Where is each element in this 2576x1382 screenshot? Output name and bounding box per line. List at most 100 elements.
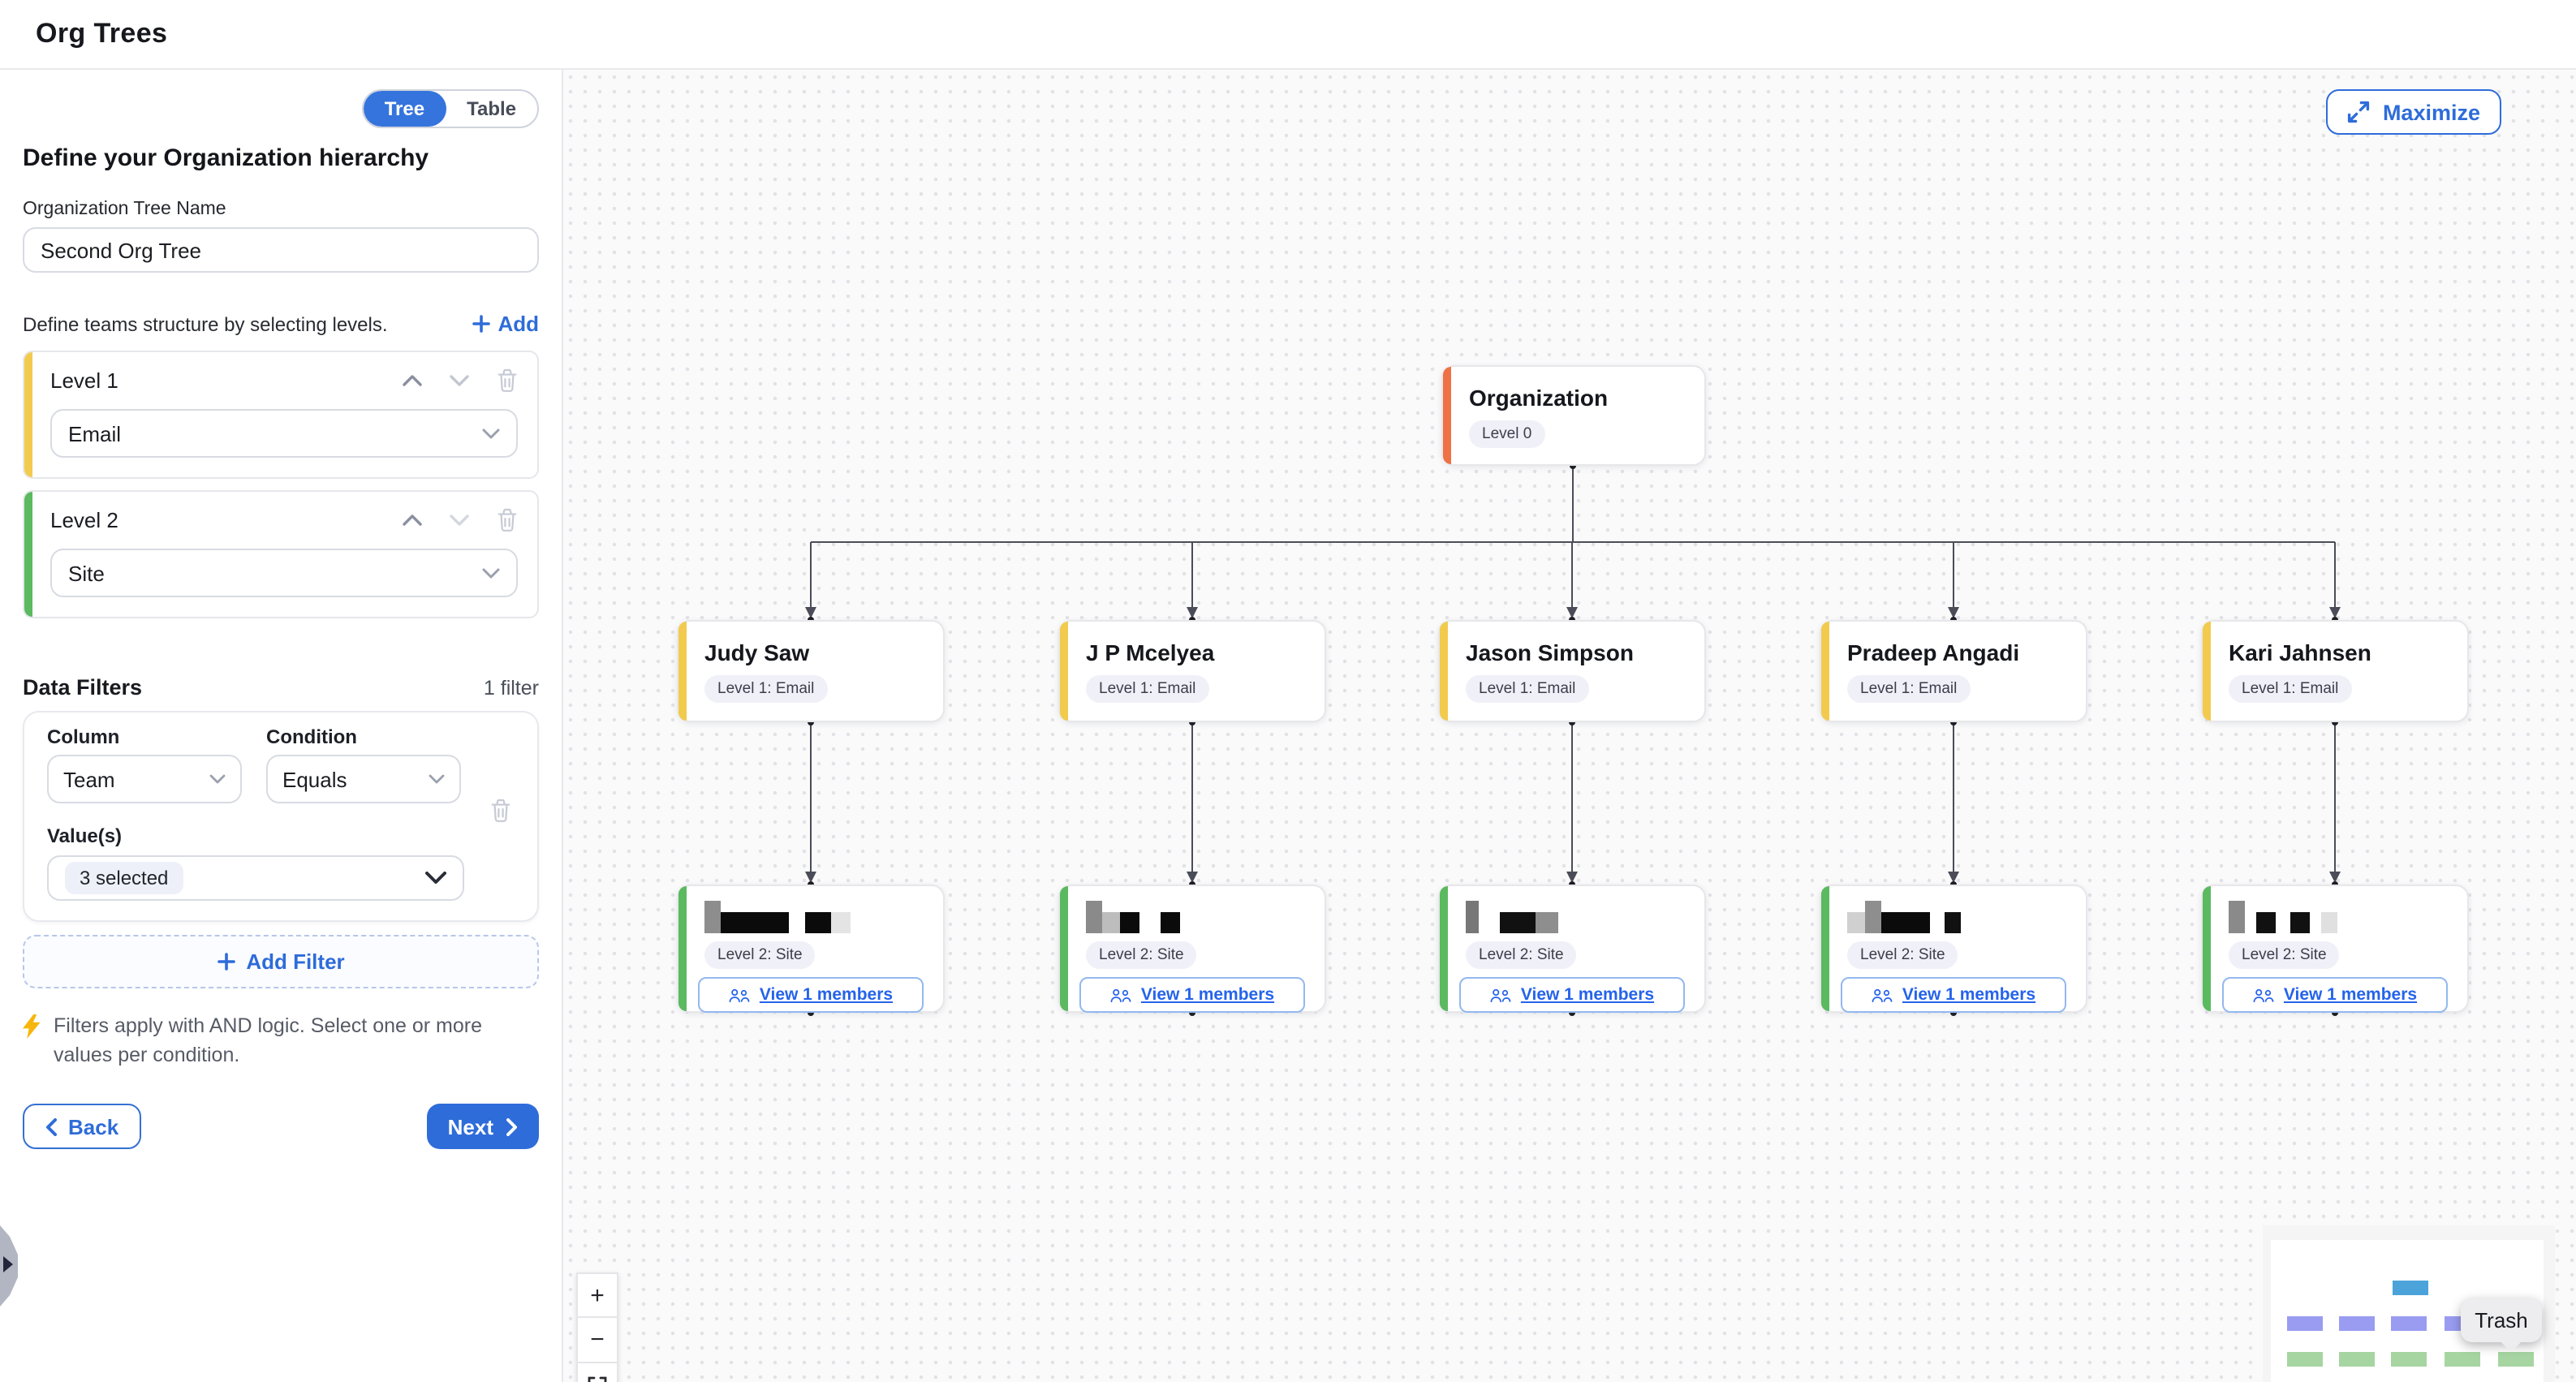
node-accent — [1440, 622, 1448, 721]
values-select[interactable]: 3 selected — [47, 855, 464, 901]
members-icon — [729, 988, 750, 1002]
node-level-badge: Level 2: Site — [704, 941, 816, 969]
org-node-root[interactable]: Organization Level 0 — [1441, 365, 1706, 466]
view-members-label: View 1 members — [2283, 985, 2418, 1005]
node-title: J P Mcelyea — [1086, 639, 1215, 665]
chevron-down-icon — [429, 774, 445, 784]
redacted-name — [2229, 901, 2467, 933]
trash-icon[interactable] — [490, 799, 511, 823]
chevron-up-icon[interactable] — [403, 514, 422, 526]
org-node-level1[interactable]: J P Mcelyea Level 1: Email — [1058, 620, 1326, 722]
redacted-name — [1847, 901, 2086, 933]
maximize-label: Maximize — [2382, 100, 2480, 124]
view-toggle: Tree Table — [361, 89, 539, 128]
minimap-level1-node — [2287, 1316, 2323, 1331]
level2-select[interactable]: Site — [50, 549, 518, 597]
lightning-icon — [23, 1014, 41, 1039]
members-icon — [1872, 988, 1893, 1002]
view-members-button[interactable]: View 1 members — [2222, 977, 2448, 1013]
org-node-level2[interactable]: Level 2: Site View 1 members — [1438, 885, 1706, 1013]
trash-icon[interactable] — [497, 368, 518, 393]
trash-icon[interactable] — [497, 508, 518, 532]
play-icon — [3, 1256, 13, 1272]
view-members-button[interactable]: View 1 members — [1841, 977, 2066, 1013]
tree-connectors — [805, 463, 2341, 1016]
node-level-badge: Level 2: Site — [1466, 941, 1577, 969]
next-button[interactable]: Next — [426, 1104, 539, 1150]
filters-note: Filters apply with AND logic. Select one… — [54, 1014, 482, 1067]
node-level-badge: Level 1: Email — [1466, 675, 1589, 703]
view-members-label: View 1 members — [759, 985, 894, 1005]
node-title: Pradeep Angadi — [1847, 639, 2020, 665]
add-filter-button[interactable]: Add Filter — [23, 935, 539, 988]
level-card-1: Level 1 Email — [23, 351, 539, 479]
org-node-level1[interactable]: Judy Saw Level 1: Email — [677, 620, 945, 722]
minimap-level2-node — [2445, 1352, 2480, 1367]
chevron-down-icon — [209, 774, 226, 784]
minimap-level1-node — [2339, 1316, 2375, 1331]
node-accent — [1060, 622, 1068, 721]
page-header: Org Trees — [0, 0, 2576, 70]
chevron-left-icon — [45, 1117, 57, 1136]
node-accent — [1821, 886, 1829, 1011]
view-members-label: View 1 members — [1140, 985, 1275, 1005]
level1-label: Level 1 — [50, 368, 118, 393]
node-accent — [678, 886, 687, 1011]
org-node-level2[interactable]: Level 2: Site View 1 members — [1058, 885, 1326, 1013]
chevron-up-icon[interactable] — [403, 375, 422, 386]
values-chip: 3 selected — [65, 862, 183, 894]
maximize-button[interactable]: Maximize — [2325, 89, 2501, 135]
node-accent — [678, 622, 687, 721]
zoom-out-button[interactable]: − — [576, 1318, 618, 1363]
minimap-level1-node — [2391, 1316, 2427, 1331]
expand-icon — [2347, 101, 2370, 123]
level1-select[interactable]: Email — [50, 409, 518, 458]
condition-select-value: Equals — [282, 767, 347, 791]
add-level-button[interactable]: Add — [472, 312, 539, 336]
view-members-button[interactable]: View 1 members — [698, 977, 924, 1013]
page-title: Org Trees — [36, 18, 168, 49]
node-level-badge: Level 2: Site — [1086, 941, 1197, 969]
members-icon — [2253, 988, 2274, 1002]
toggle-tree[interactable]: Tree — [363, 91, 446, 127]
back-button[interactable]: Back — [23, 1104, 142, 1150]
condition-label: Condition — [266, 725, 357, 748]
org-node-level1[interactable]: Jason Simpson Level 1: Email — [1438, 620, 1706, 722]
node-level-badge: Level 2: Site — [2229, 941, 2340, 969]
org-node-level1[interactable]: Pradeep Angadi Level 1: Email — [1820, 620, 2087, 722]
level2-label: Level 2 — [50, 508, 118, 532]
view-members-button[interactable]: View 1 members — [1459, 977, 1685, 1013]
column-select[interactable]: Team — [47, 755, 242, 803]
node-accent — [1060, 886, 1068, 1011]
chevron-down-icon — [482, 567, 500, 579]
org-tree-canvas[interactable]: Maximize — [563, 70, 2576, 1382]
view-members-label: View 1 members — [1520, 985, 1655, 1005]
node-title: Kari Jahnsen — [2229, 639, 2371, 665]
node-accent — [1440, 886, 1448, 1011]
next-label: Next — [447, 1114, 493, 1139]
chevron-down-icon[interactable] — [450, 514, 469, 526]
column-select-value: Team — [63, 767, 115, 791]
node-level-badge: Level 0 — [1469, 420, 1545, 448]
column-label: Column — [47, 725, 120, 748]
values-label: Value(s) — [47, 824, 123, 847]
node-level-badge: Level 1: Email — [704, 675, 828, 703]
view-members-button[interactable]: View 1 members — [1079, 977, 1305, 1013]
chevron-down-icon[interactable] — [450, 375, 469, 386]
plus-icon — [217, 953, 235, 971]
fit-view-button[interactable] — [576, 1363, 618, 1382]
level2-accent — [24, 492, 32, 617]
sidebar-expand-handle[interactable] — [0, 1225, 18, 1307]
node-accent — [2203, 622, 2211, 721]
condition-select[interactable]: Equals — [266, 755, 461, 803]
zoom-in-button[interactable]: + — [576, 1272, 618, 1318]
node-accent — [2203, 886, 2211, 1011]
toggle-table[interactable]: Table — [467, 97, 516, 120]
tree-name-input[interactable] — [23, 227, 539, 273]
org-node-level2[interactable]: Level 2: Site View 1 members — [677, 885, 945, 1013]
org-node-level2[interactable]: Level 2: Site View 1 members — [1820, 885, 2087, 1013]
chevron-down-icon — [482, 428, 500, 439]
org-node-level1[interactable]: Kari Jahnsen Level 1: Email — [2201, 620, 2469, 722]
org-node-level2[interactable]: Level 2: Site View 1 members — [2201, 885, 2469, 1013]
